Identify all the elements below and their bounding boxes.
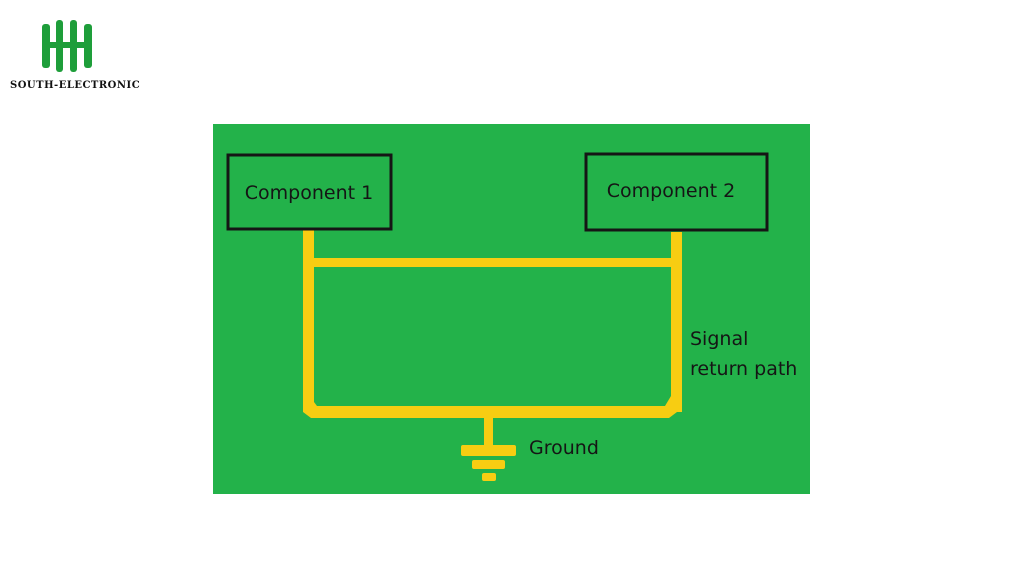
return-path-label-line1: Signal bbox=[690, 328, 748, 350]
ground-bar-3 bbox=[482, 473, 496, 481]
company-logo: SOUTH-ELECTRONIC bbox=[8, 18, 140, 98]
component-2-outline bbox=[584, 152, 769, 232]
logo-mark-icon bbox=[42, 20, 92, 72]
component-box-1: Component 1 bbox=[226, 153, 393, 231]
return-path-label-line2: return path bbox=[690, 358, 797, 380]
ground-label: Ground bbox=[529, 437, 599, 459]
component-1-label: Component 1 bbox=[245, 182, 373, 204]
ground-stem bbox=[484, 416, 493, 448]
diagram-canvas: Component 1 Component 2 Signal return pa… bbox=[213, 124, 810, 494]
pcb-diagram: Component 1 Component 2 Signal return pa… bbox=[213, 124, 810, 494]
signal-trace bbox=[303, 230, 682, 481]
logo-wordmark: SOUTH-ELECTRONIC bbox=[10, 80, 141, 91]
trace-right-vertical bbox=[671, 232, 682, 412]
ground-bar-2 bbox=[472, 460, 505, 469]
component-2-label: Component 2 bbox=[607, 180, 735, 202]
component-box-2: Component 2 bbox=[584, 152, 769, 232]
trace-top-connector bbox=[309, 258, 674, 267]
ground-bar-1 bbox=[461, 445, 516, 456]
trace-return-path bbox=[303, 396, 682, 418]
trace-left-vertical bbox=[303, 230, 314, 412]
component-1-outline bbox=[226, 153, 393, 231]
